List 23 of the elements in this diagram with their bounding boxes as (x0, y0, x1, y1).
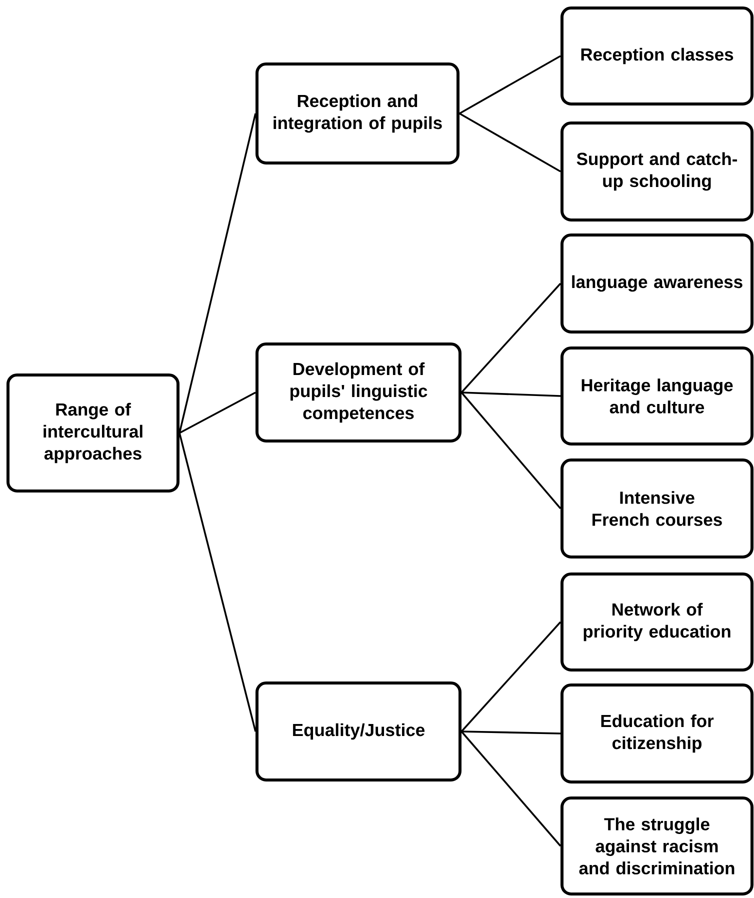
category-box: Reception classes (560, 6, 754, 106)
category-box: Network of priority education (560, 572, 754, 672)
connector-line (460, 621, 562, 732)
connector-line (460, 730, 562, 847)
connector-line (178, 113, 256, 434)
connector-line (459, 112, 561, 172)
connector-line (460, 392, 562, 510)
category-box: Heritage language and culture (560, 346, 754, 446)
connector-line (461, 392, 561, 397)
category-box: Equality/Justice (256, 682, 462, 782)
category-box: language awareness (560, 234, 754, 334)
category-box: Development of pupils' linguistic competences (256, 342, 462, 442)
connector-line (178, 432, 256, 732)
category-box: The struggle against racism and discrimination (560, 796, 754, 896)
category-box: Reception and integration of pupils (256, 62, 460, 164)
connector-line (460, 282, 562, 394)
connector-line (179, 392, 256, 434)
connector-line (459, 55, 561, 114)
category-box: Education for citizenship (560, 684, 754, 784)
category-box: Intensive French courses (560, 458, 754, 558)
category-box: Support and catch-up schooling (560, 122, 754, 222)
connector-line (461, 730, 561, 734)
category-box: Range of intercultural approaches (6, 374, 180, 492)
